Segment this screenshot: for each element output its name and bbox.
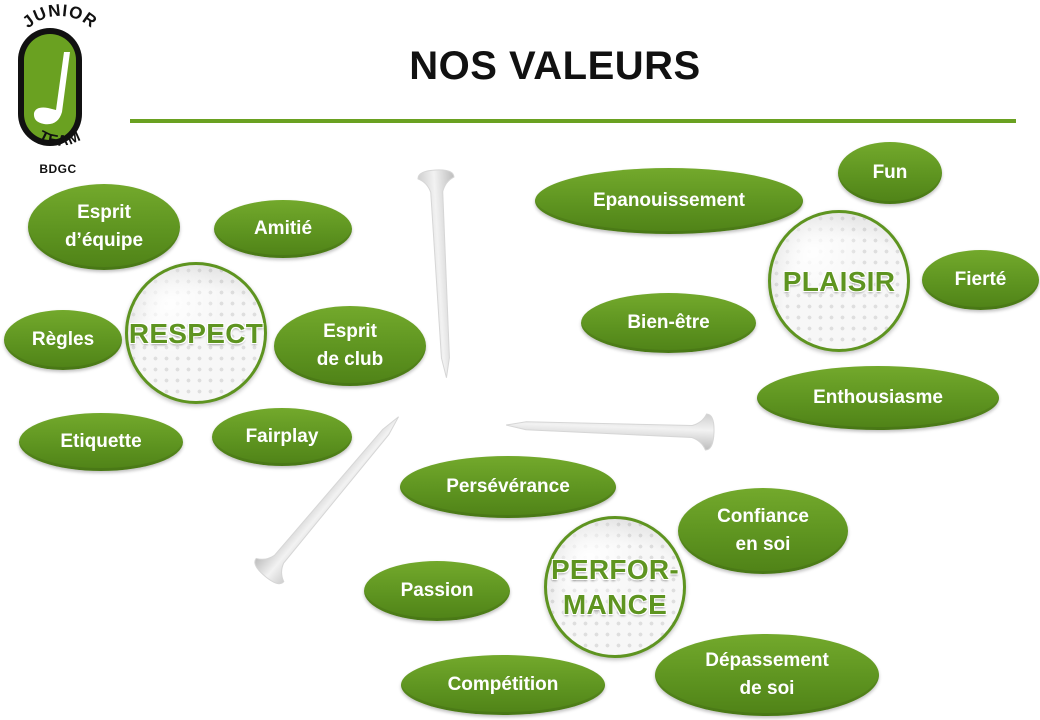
golf-ball-icon: RESPECT (125, 262, 267, 404)
value-pill-passion: Passion (364, 561, 510, 621)
value-pill-fun: Fun (838, 142, 942, 204)
value-pill-fairplay: Fairplay (212, 408, 352, 466)
golf-tee-icon (504, 406, 716, 451)
value-pill-fierte: Fierté (922, 250, 1039, 310)
value-pill-esprit-club: Esprit de club (274, 306, 426, 386)
title-divider (130, 119, 1016, 123)
value-pill-amitie: Amitié (214, 200, 352, 258)
value-pill-enthousiasme: Enthousiasme (757, 366, 999, 430)
value-pill-confiance-en-soi: Confiance en soi (678, 488, 848, 574)
value-pill-regles: Règles (4, 310, 122, 370)
logo-arc-bottom: TEAM (36, 128, 83, 150)
value-pill-epanouissement: Epanouissement (535, 168, 803, 234)
logo-label: BDGC (39, 162, 77, 176)
value-pill-esprit-equipe: Esprit d’équipe (28, 184, 180, 270)
ball-label-plaisir: PLAISIR (782, 265, 896, 297)
ball-label-respect: RESPECT (128, 317, 264, 349)
ball-label-performance: PERFOR- MANCE (550, 554, 680, 620)
golf-ball-icon: PERFOR- MANCE (544, 516, 686, 658)
value-pill-depassement-de-soi: Dépassement de soi (655, 634, 879, 716)
svg-text:TEAM: TEAM (36, 128, 84, 150)
golf-club-icon (18, 28, 82, 146)
golf-ball-icon: PLAISIR (768, 210, 910, 352)
value-pill-competition: Compétition (401, 655, 605, 715)
value-pill-bien-etre: Bien-être (581, 293, 756, 353)
page-title: NOS VALEURS (409, 44, 701, 88)
value-pill-etiquette: Etiquette (19, 413, 183, 471)
junior-team-logo: JUNIOR TEAM (18, 1, 100, 150)
value-pill-perseverance: Persévérance (400, 456, 616, 518)
